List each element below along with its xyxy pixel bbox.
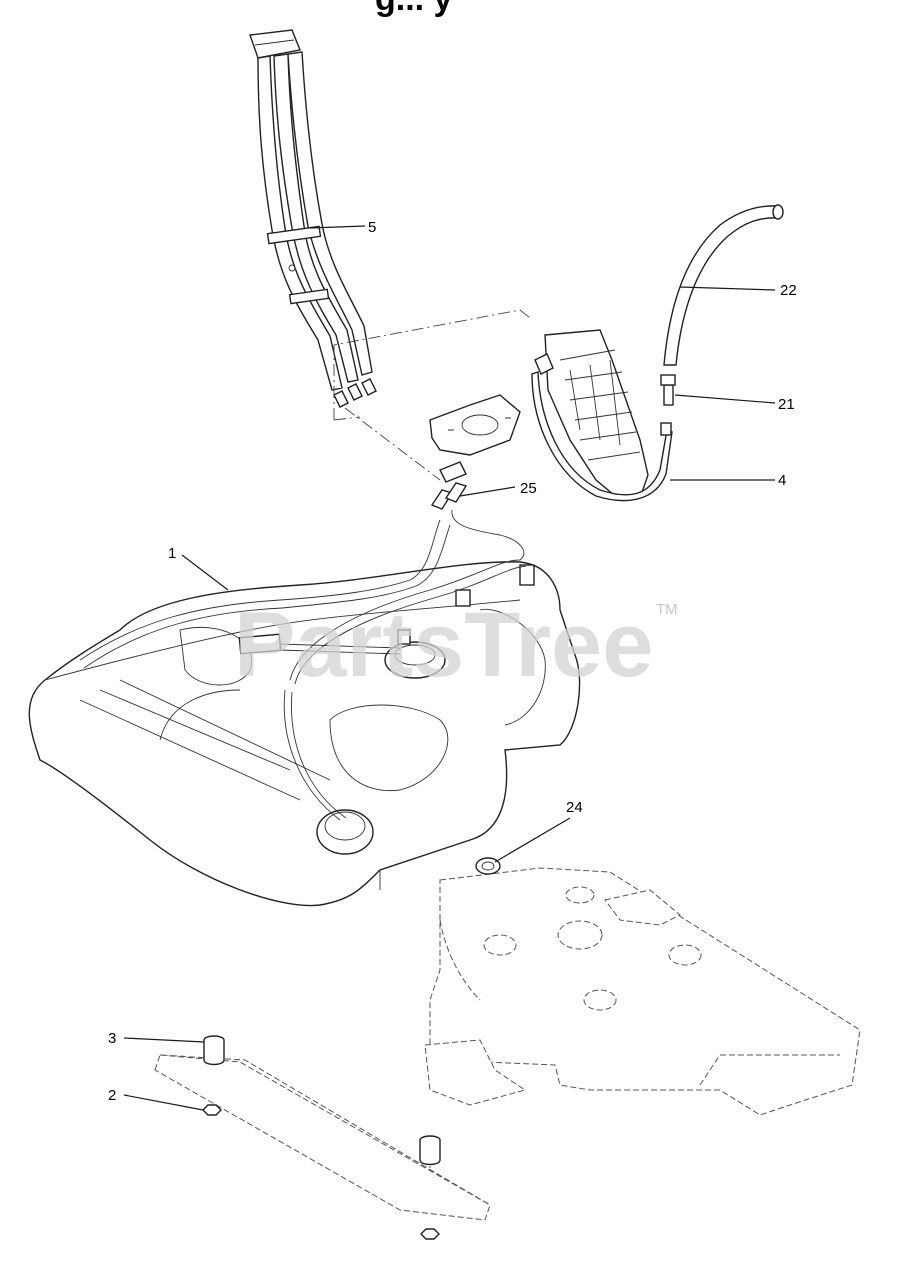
tank-strap <box>154 1054 491 1221</box>
vent-hose <box>660 204 784 406</box>
fuel-tube-assembly <box>249 29 377 408</box>
hose-fitting <box>663 384 674 406</box>
watermark-trademark: TM <box>656 601 678 618</box>
mounting-plate <box>424 857 861 1116</box>
hose-clip <box>475 857 501 875</box>
callout-3[interactable]: 3 <box>108 1030 116 1047</box>
callout-1[interactable]: 1 <box>168 545 176 562</box>
page-title-fragment: g... y <box>375 0 453 18</box>
callout-25[interactable]: 25 <box>520 480 537 497</box>
fuel-tank <box>28 509 581 907</box>
callout-24[interactable]: 24 <box>566 799 583 816</box>
callout-4[interactable]: 4 <box>778 472 786 489</box>
watermark-text: PartsTree <box>234 594 653 696</box>
callout-2[interactable]: 2 <box>108 1087 116 1104</box>
callout-22[interactable]: 22 <box>780 282 797 299</box>
rubber-bumper <box>203 1035 441 1166</box>
fuel-line-bracket <box>429 394 521 510</box>
callout-21[interactable]: 21 <box>778 396 795 413</box>
evap-canister-assembly <box>531 329 673 502</box>
leader-lines <box>123 225 776 1111</box>
callout-5[interactable]: 5 <box>368 219 376 236</box>
hex-nut <box>202 1104 440 1240</box>
